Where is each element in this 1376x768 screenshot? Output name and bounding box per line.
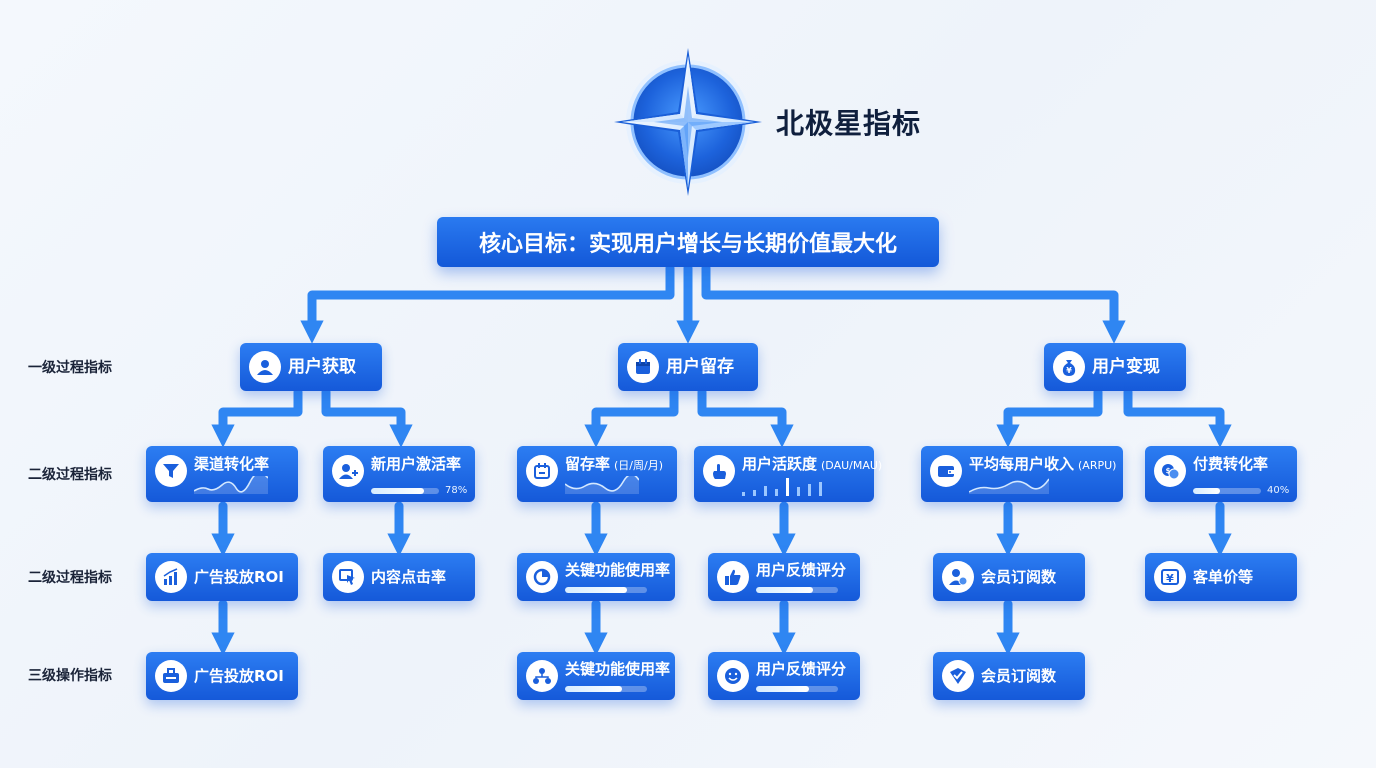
- calendar-icon: [526, 455, 558, 487]
- node-arpu[interactable]: 平均每用户收入(ARPU): [921, 446, 1123, 502]
- network-icon: [526, 660, 558, 692]
- coin-icon: $: [1154, 455, 1186, 487]
- row-label-level3: 三级操作指标: [28, 668, 112, 684]
- node-label: 广告投放ROI: [194, 667, 284, 685]
- member-user-icon: [942, 561, 974, 593]
- core-goal-box: 核心目标：实现用户增长与长期价值最大化: [437, 217, 939, 267]
- node-label: 广告投放ROI: [194, 568, 284, 586]
- node-member-subscriptions-l3[interactable]: 会员订阅数: [933, 652, 1085, 700]
- thumbs-up-icon: [717, 561, 749, 593]
- arrow-mon-to-arpu: [996, 387, 1103, 448]
- progress-bar: [565, 686, 647, 692]
- sparkline: [969, 478, 1049, 494]
- node-user-monetization[interactable]: ¥ 用户变现: [1044, 343, 1186, 391]
- label-main: 留存率: [565, 455, 611, 473]
- progress-percent: 78%: [445, 485, 468, 496]
- node-retention-rate[interactable]: 留存率(日/周/月): [517, 446, 677, 502]
- node-ad-roi-l3[interactable]: 广告投放ROI: [146, 652, 298, 700]
- arrow-core-to-monetization: [701, 263, 1126, 344]
- node-label: 关键功能使用率: [565, 660, 671, 678]
- user-add-icon: [332, 455, 364, 487]
- arrow-acq-to-activation: [321, 387, 413, 448]
- node-channel-conversion[interactable]: 渠道转化率: [146, 446, 298, 502]
- node-key-feature-usage-l3[interactable]: 关键功能使用率: [517, 652, 675, 700]
- svg-text:¥: ¥: [1066, 366, 1072, 375]
- node-avg-order-value[interactable]: ¥ 客单价等: [1145, 553, 1297, 601]
- node-ad-roi[interactable]: 广告投放ROI: [146, 553, 298, 601]
- node-label: 付费转化率: [1193, 455, 1269, 473]
- progress-bar: [756, 686, 838, 692]
- node-label: 用户反馈评分: [756, 660, 847, 678]
- node-new-user-activation[interactable]: 新用户激活率 78%: [323, 446, 475, 502]
- svg-text:¥: ¥: [1166, 572, 1174, 585]
- node-content-ctr[interactable]: 内容点击率: [323, 553, 475, 601]
- label-main: 平均每用户收入: [969, 455, 1075, 473]
- node-user-retention[interactable]: 用户留存: [618, 343, 758, 391]
- checkmark-shield-icon: [942, 660, 974, 692]
- node-label: 留存率(日/周/月): [565, 454, 663, 476]
- progress-bar: [1193, 488, 1261, 494]
- calendar-icon: [627, 351, 659, 383]
- node-label: 会员订阅数: [981, 568, 1057, 586]
- node-label: 内容点击率: [371, 568, 447, 586]
- node-label: 关键功能使用率: [565, 561, 671, 579]
- smiley-icon: [717, 660, 749, 692]
- node-user-activity[interactable]: 用户活跃度(DAU/MAU): [694, 446, 882, 502]
- node-user-acquisition[interactable]: 用户获取: [240, 343, 382, 391]
- node-label: 新用户激活率: [371, 455, 462, 473]
- arrow-ret-to-activity: [697, 387, 794, 448]
- users-icon: [249, 351, 281, 383]
- row-label-level2b: 二级过程指标: [28, 570, 112, 586]
- node-feedback-score-l3[interactable]: 用户反馈评分: [708, 652, 860, 700]
- sparkline: [194, 476, 268, 494]
- node-member-subscriptions[interactable]: 会员订阅数: [933, 553, 1085, 601]
- sparkline: [565, 476, 639, 494]
- yen-icon: ¥: [1154, 561, 1186, 593]
- page-title: 北极星指标: [776, 107, 922, 140]
- node-paid-conversion[interactable]: $ 付费转化率 40%: [1145, 446, 1297, 502]
- arrow-core-to-acquisition: [300, 263, 675, 344]
- node-key-feature-usage[interactable]: 关键功能使用率: [517, 553, 675, 601]
- toolbox-icon: [155, 660, 187, 692]
- node-label: 会员订阅数: [981, 667, 1057, 685]
- label-note: (日/周/月): [614, 459, 664, 472]
- node-label: 用户反馈评分: [756, 561, 847, 579]
- node-label: 用户获取: [288, 357, 356, 377]
- node-label: 用户留存: [666, 357, 734, 377]
- row-label-level2a: 二级过程指标: [28, 467, 112, 483]
- label-main: 用户活跃度: [742, 455, 818, 473]
- label-note: (ARPU): [1078, 459, 1117, 472]
- node-label: 客单价等: [1193, 568, 1254, 586]
- arrow-acq-to-channel: [211, 387, 303, 448]
- node-label: 渠道转化率: [194, 455, 270, 473]
- money-bag-icon: ¥: [1053, 351, 1085, 383]
- hand-pointer-icon: [703, 455, 735, 487]
- arrow-mon-to-paid: [1123, 387, 1232, 448]
- arrow-ret-to-rate: [584, 387, 679, 448]
- funnel-icon: [155, 455, 187, 487]
- cursor-click-icon: [332, 561, 364, 593]
- mini-bar-chart: [742, 478, 822, 496]
- progress-bar: [565, 587, 647, 593]
- node-label: 用户活跃度(DAU/MAU): [742, 454, 882, 476]
- node-label: 用户变现: [1092, 357, 1160, 377]
- pie-chart-icon: [526, 561, 558, 593]
- label-note: (DAU/MAU): [821, 459, 883, 472]
- row-label-level1: 一级过程指标: [28, 360, 112, 376]
- progress-bar: [756, 587, 838, 593]
- progress-percent: 40%: [1267, 485, 1290, 496]
- progress-bar: [371, 488, 439, 494]
- node-feedback-score[interactable]: 用户反馈评分: [708, 553, 860, 601]
- north-star-compass-icon: [614, 48, 762, 196]
- node-label: 平均每用户收入(ARPU): [969, 454, 1116, 476]
- wallet-icon: [930, 455, 962, 487]
- bar-chart-icon: [155, 561, 187, 593]
- svg-text:$: $: [1166, 467, 1171, 475]
